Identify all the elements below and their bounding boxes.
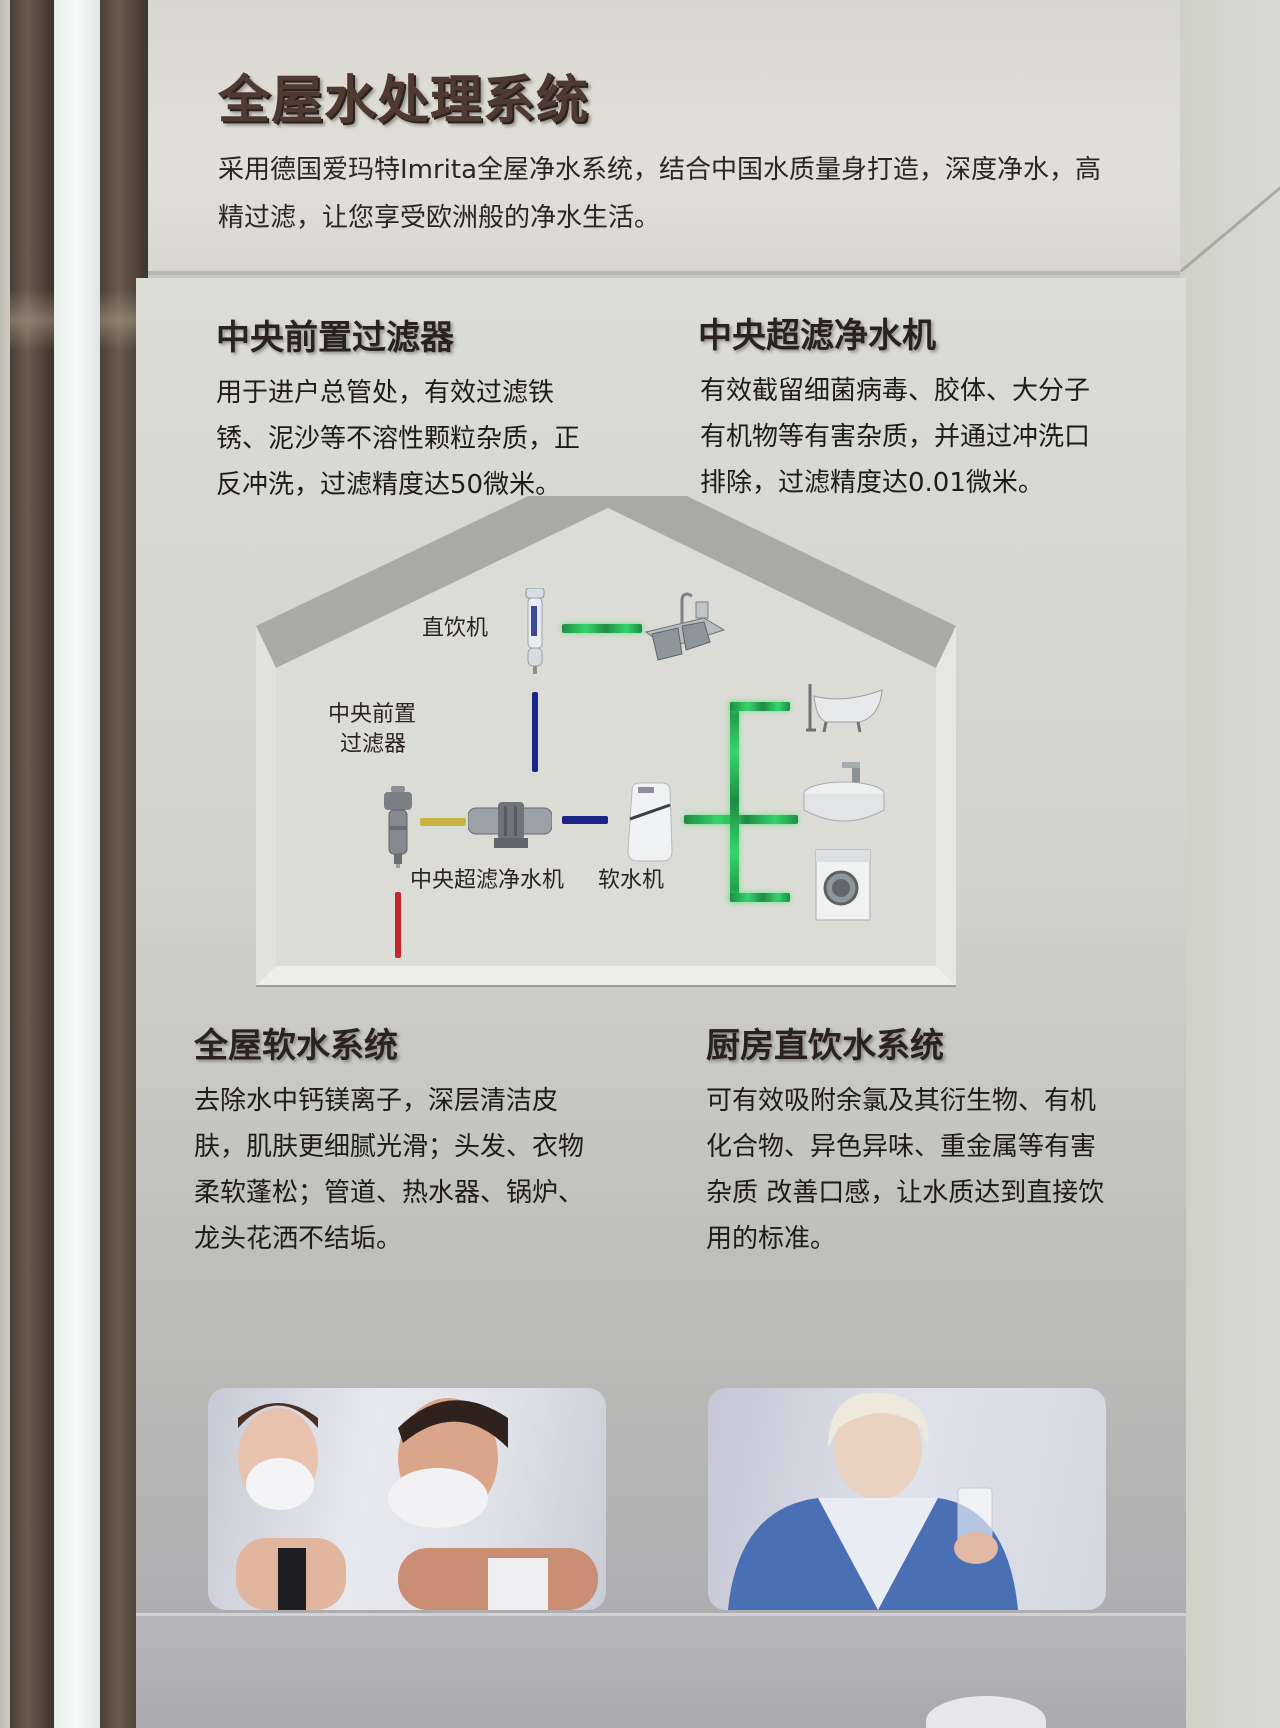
pipe-to-washing-machine bbox=[730, 893, 790, 902]
section-title-prefilter: 中央前置过滤器 bbox=[216, 318, 454, 358]
direct-drinking-filter-icon bbox=[525, 588, 545, 674]
label-ultrafilter: 中央超滤净水机 bbox=[410, 868, 565, 893]
label-softener: 软水机 bbox=[598, 868, 665, 893]
pipe-ultrafilter-to-drinker bbox=[532, 692, 538, 772]
section-title-ultrafilter: 中央超滤净水机 bbox=[698, 316, 936, 356]
page-title: 全屋水处理系统 bbox=[218, 71, 590, 131]
display-ledge bbox=[136, 1613, 1186, 1728]
right-wall bbox=[1180, 0, 1280, 1728]
section-title-softener: 全屋软水系统 bbox=[194, 1026, 398, 1066]
washing-machine-icon bbox=[815, 849, 871, 921]
light-strip bbox=[54, 0, 100, 1728]
house-diagram: 直饮机 中央前置 过滤器 中央超滤净水机 软水机 bbox=[236, 496, 1036, 1056]
section-body-prefilter: 用于进户总管处，有效过滤铁锈、泥沙等不溶性颗粒杂质，正反冲洗，过滤精度达50微米… bbox=[216, 378, 581, 500]
label-prefilter-line1: 中央前置 bbox=[328, 702, 417, 727]
photo-father-son-shaving bbox=[208, 1388, 606, 1610]
section-body-ultrafilter: 有效截留细菌病毒、胶体、大分子有机物等有害杂质，并通过冲洗口排除，过滤精度达0.… bbox=[700, 376, 1091, 498]
metal-frame-strip bbox=[10, 0, 54, 1728]
pipe-drinker-to-sink bbox=[562, 624, 642, 633]
pre-filter-icon bbox=[384, 786, 412, 868]
ultrafiltration-unit-icon bbox=[468, 802, 552, 848]
intro-text: 采用德国爱玛特Imrita全屋净水系统，结合中国水质量身打造，深度净水，高精过滤… bbox=[218, 155, 1102, 233]
inlet-pipe bbox=[395, 892, 401, 958]
label-prefilter-line2: 过滤器 bbox=[340, 732, 407, 757]
kitchen-sink-icon bbox=[644, 592, 726, 661]
pipe-ultrafilter-to-softener bbox=[562, 816, 608, 824]
pipe-soft-water-riser bbox=[730, 702, 739, 902]
pipe-to-bathtub bbox=[730, 702, 790, 711]
pipe-softener-to-basin bbox=[684, 815, 798, 824]
main-panel: 中央前置过滤器 用于进户总管处，有效过滤铁锈、泥沙等不溶性颗粒杂质，正反冲洗，过… bbox=[136, 278, 1186, 1613]
header-panel: 全屋水处理系统 采用德国爱玛特Imrita全屋净水系统，结合中国水质量身打造，深… bbox=[148, 0, 1180, 275]
label-direct-drinker: 直饮机 bbox=[422, 616, 489, 641]
water-softener-icon bbox=[627, 782, 673, 862]
pipe-prefilter-to-ultrafilter bbox=[420, 818, 466, 826]
bathtub-icon bbox=[806, 684, 883, 733]
house-outline-icon bbox=[256, 496, 956, 987]
wash-basin-icon bbox=[803, 762, 885, 822]
section-title-drinking: 厨房直饮水系统 bbox=[706, 1026, 944, 1066]
photo-woman-drinking-water bbox=[708, 1388, 1106, 1610]
section-body-softener: 去除水中钙镁离子，深层清洁皮肤，肌肤更细腻光滑；头发、衣物柔软蓬松；管道、热水器… bbox=[194, 1086, 585, 1254]
section-body-drinking: 可有效吸附余氯及其衍生物、有机化合物、异色异味、重金属等有害杂质 改善口感，让水… bbox=[706, 1086, 1105, 1254]
